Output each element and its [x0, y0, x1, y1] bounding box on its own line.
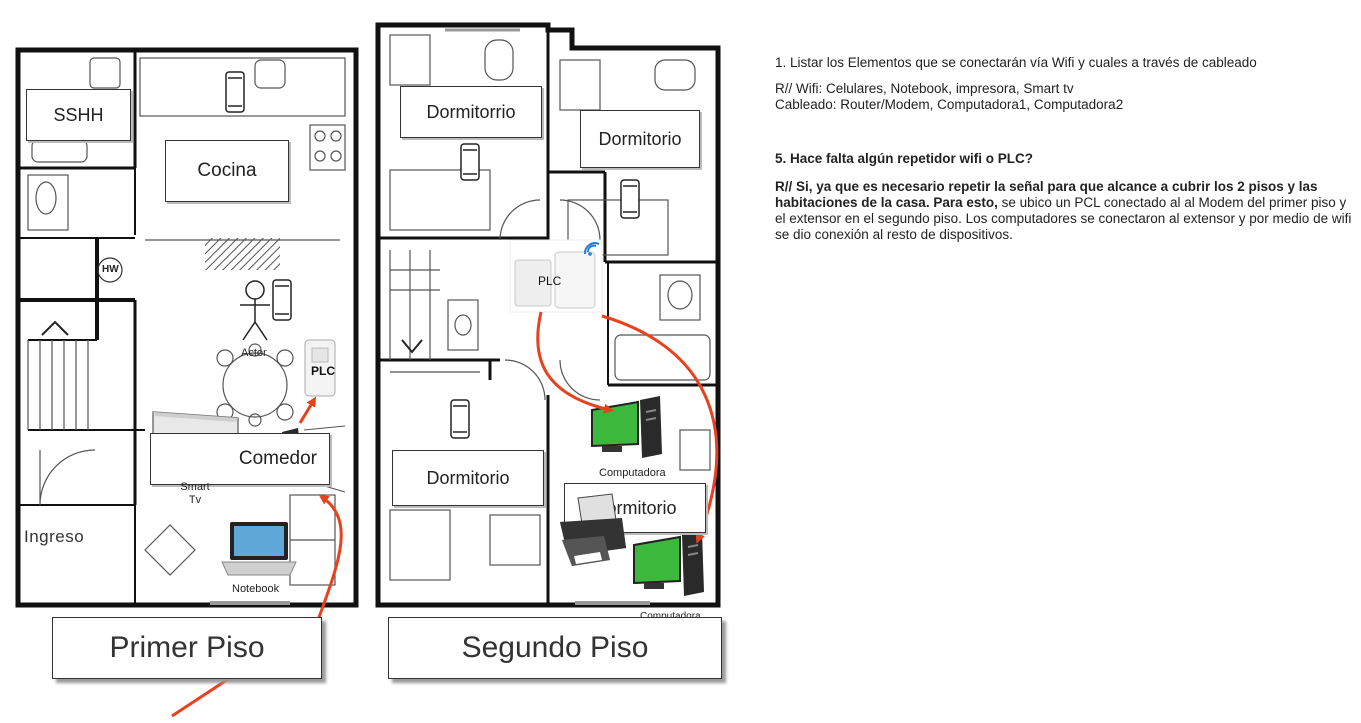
floor1-title: Primer Piso — [52, 617, 322, 679]
room-dorm3-label: Dormitorio — [392, 450, 544, 506]
computer-icon — [633, 531, 704, 596]
answer-1-cable: Cableado: Router/Modem, Computadora1, Co… — [775, 97, 1124, 112]
answer-5-bold: R// Si, ya que es necesario repetir la s… — [775, 179, 1318, 210]
room-dorm2-label: Dormitorio — [580, 110, 700, 168]
floor2-title: Segundo Piso — [388, 617, 722, 679]
phone-icon — [272, 279, 292, 321]
hw-label: HW — [102, 264, 119, 275]
first-floor-walls — [15, 47, 359, 608]
computer2-label: Computadora — [640, 611, 701, 622]
room-sshh-label: SSHH — [26, 89, 131, 141]
room-cocina-label: Cocina — [165, 140, 289, 202]
phone-icon — [450, 399, 470, 439]
plc-extender-icon — [509, 239, 603, 313]
room-dorm4-label: Dormitorio — [564, 483, 706, 533]
computer-icon — [591, 396, 662, 458]
second-floor-walls — [375, 22, 721, 608]
room-dorm1-label: Dormitorrio — [400, 86, 542, 138]
plc2-label: PLC — [538, 274, 562, 288]
second-floor-fixtures — [389, 28, 711, 605]
phone-icon — [620, 179, 640, 219]
plc-device-icon — [304, 339, 336, 397]
phone-icon — [225, 71, 245, 113]
question-5: 5. Hace falta algún repetidor wifi o PLC… — [775, 151, 1034, 166]
answer-5: R// Si, ya que es necesario repetir la s… — [775, 179, 1355, 243]
plc-label: PLC — [311, 364, 335, 378]
actor-icon — [240, 280, 270, 341]
room-comedor-label: Comedor — [150, 433, 330, 485]
notes-panel: 1. Listar los Elementos que se conectará… — [775, 55, 1355, 243]
question-1: 1. Listar los Elementos que se conectará… — [775, 55, 1257, 70]
first-floor-fixtures — [27, 57, 346, 605]
notebook-icon — [221, 522, 297, 576]
answer-5-rest: se ubico un PCL conectado al al Modem de… — [775, 195, 1352, 242]
computer1-label: Computadora — [599, 467, 666, 479]
phone-icon — [460, 143, 480, 181]
ingreso-label: Ingreso — [24, 527, 85, 546]
notebook-label: Notebook — [232, 583, 280, 595]
answer-1-wifi: R// Wifi: Celulares, Notebook, impresora… — [775, 81, 1074, 96]
actor-label: Actor — [241, 347, 267, 359]
connection-arrows — [171, 311, 719, 718]
smart-tv-label: Smart Tv — [180, 481, 210, 506]
